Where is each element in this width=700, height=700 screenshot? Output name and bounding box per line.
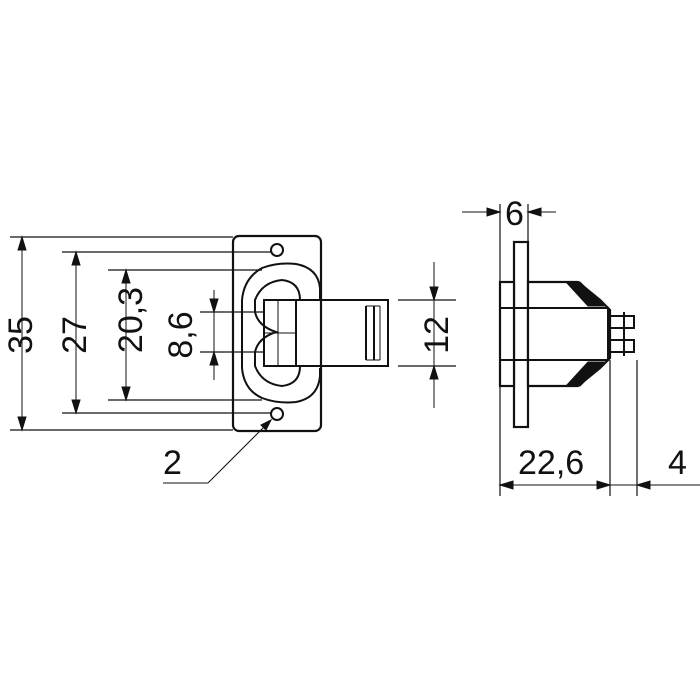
hinge-arm	[296, 299, 389, 367]
dim-4	[610, 480, 700, 490]
side-body	[526, 280, 612, 388]
side-shade-bottom	[564, 361, 606, 387]
side-inner-block	[499, 307, 609, 361]
label-hole-diameter: 2	[163, 444, 182, 482]
label-hole-spacing: 27	[56, 316, 94, 354]
hinge-body-outline	[241, 262, 321, 404]
screw-hole-top	[270, 243, 284, 257]
label-offset: 4	[668, 444, 687, 482]
front-view	[10, 234, 456, 484]
dim-8-6	[209, 290, 219, 380]
label-arm-height: 12	[418, 316, 456, 354]
hinge-body-inner	[254, 278, 301, 388]
side-shade-top	[564, 281, 606, 307]
label-slot-height: 8,6	[162, 311, 200, 358]
side-view	[462, 204, 700, 496]
dim-6	[462, 207, 556, 217]
label-inner-height: 20,3	[112, 287, 150, 353]
screw-hole-bottom	[270, 407, 284, 421]
label-plate-thickness: 6	[505, 195, 524, 233]
dim-2-leader	[163, 418, 273, 484]
side-back-block	[498, 280, 516, 388]
side-plate	[512, 240, 530, 429]
dim-12	[429, 262, 439, 408]
label-overall-height: 35	[2, 316, 40, 354]
side-pin-bottom	[607, 339, 635, 353]
dim-20-3	[121, 268, 131, 402]
dim-27	[71, 250, 81, 415]
side-pin-top	[607, 315, 635, 329]
label-body-depth: 22,6	[518, 444, 584, 482]
dim-22-6	[498, 480, 612, 490]
dim-35	[17, 235, 27, 432]
